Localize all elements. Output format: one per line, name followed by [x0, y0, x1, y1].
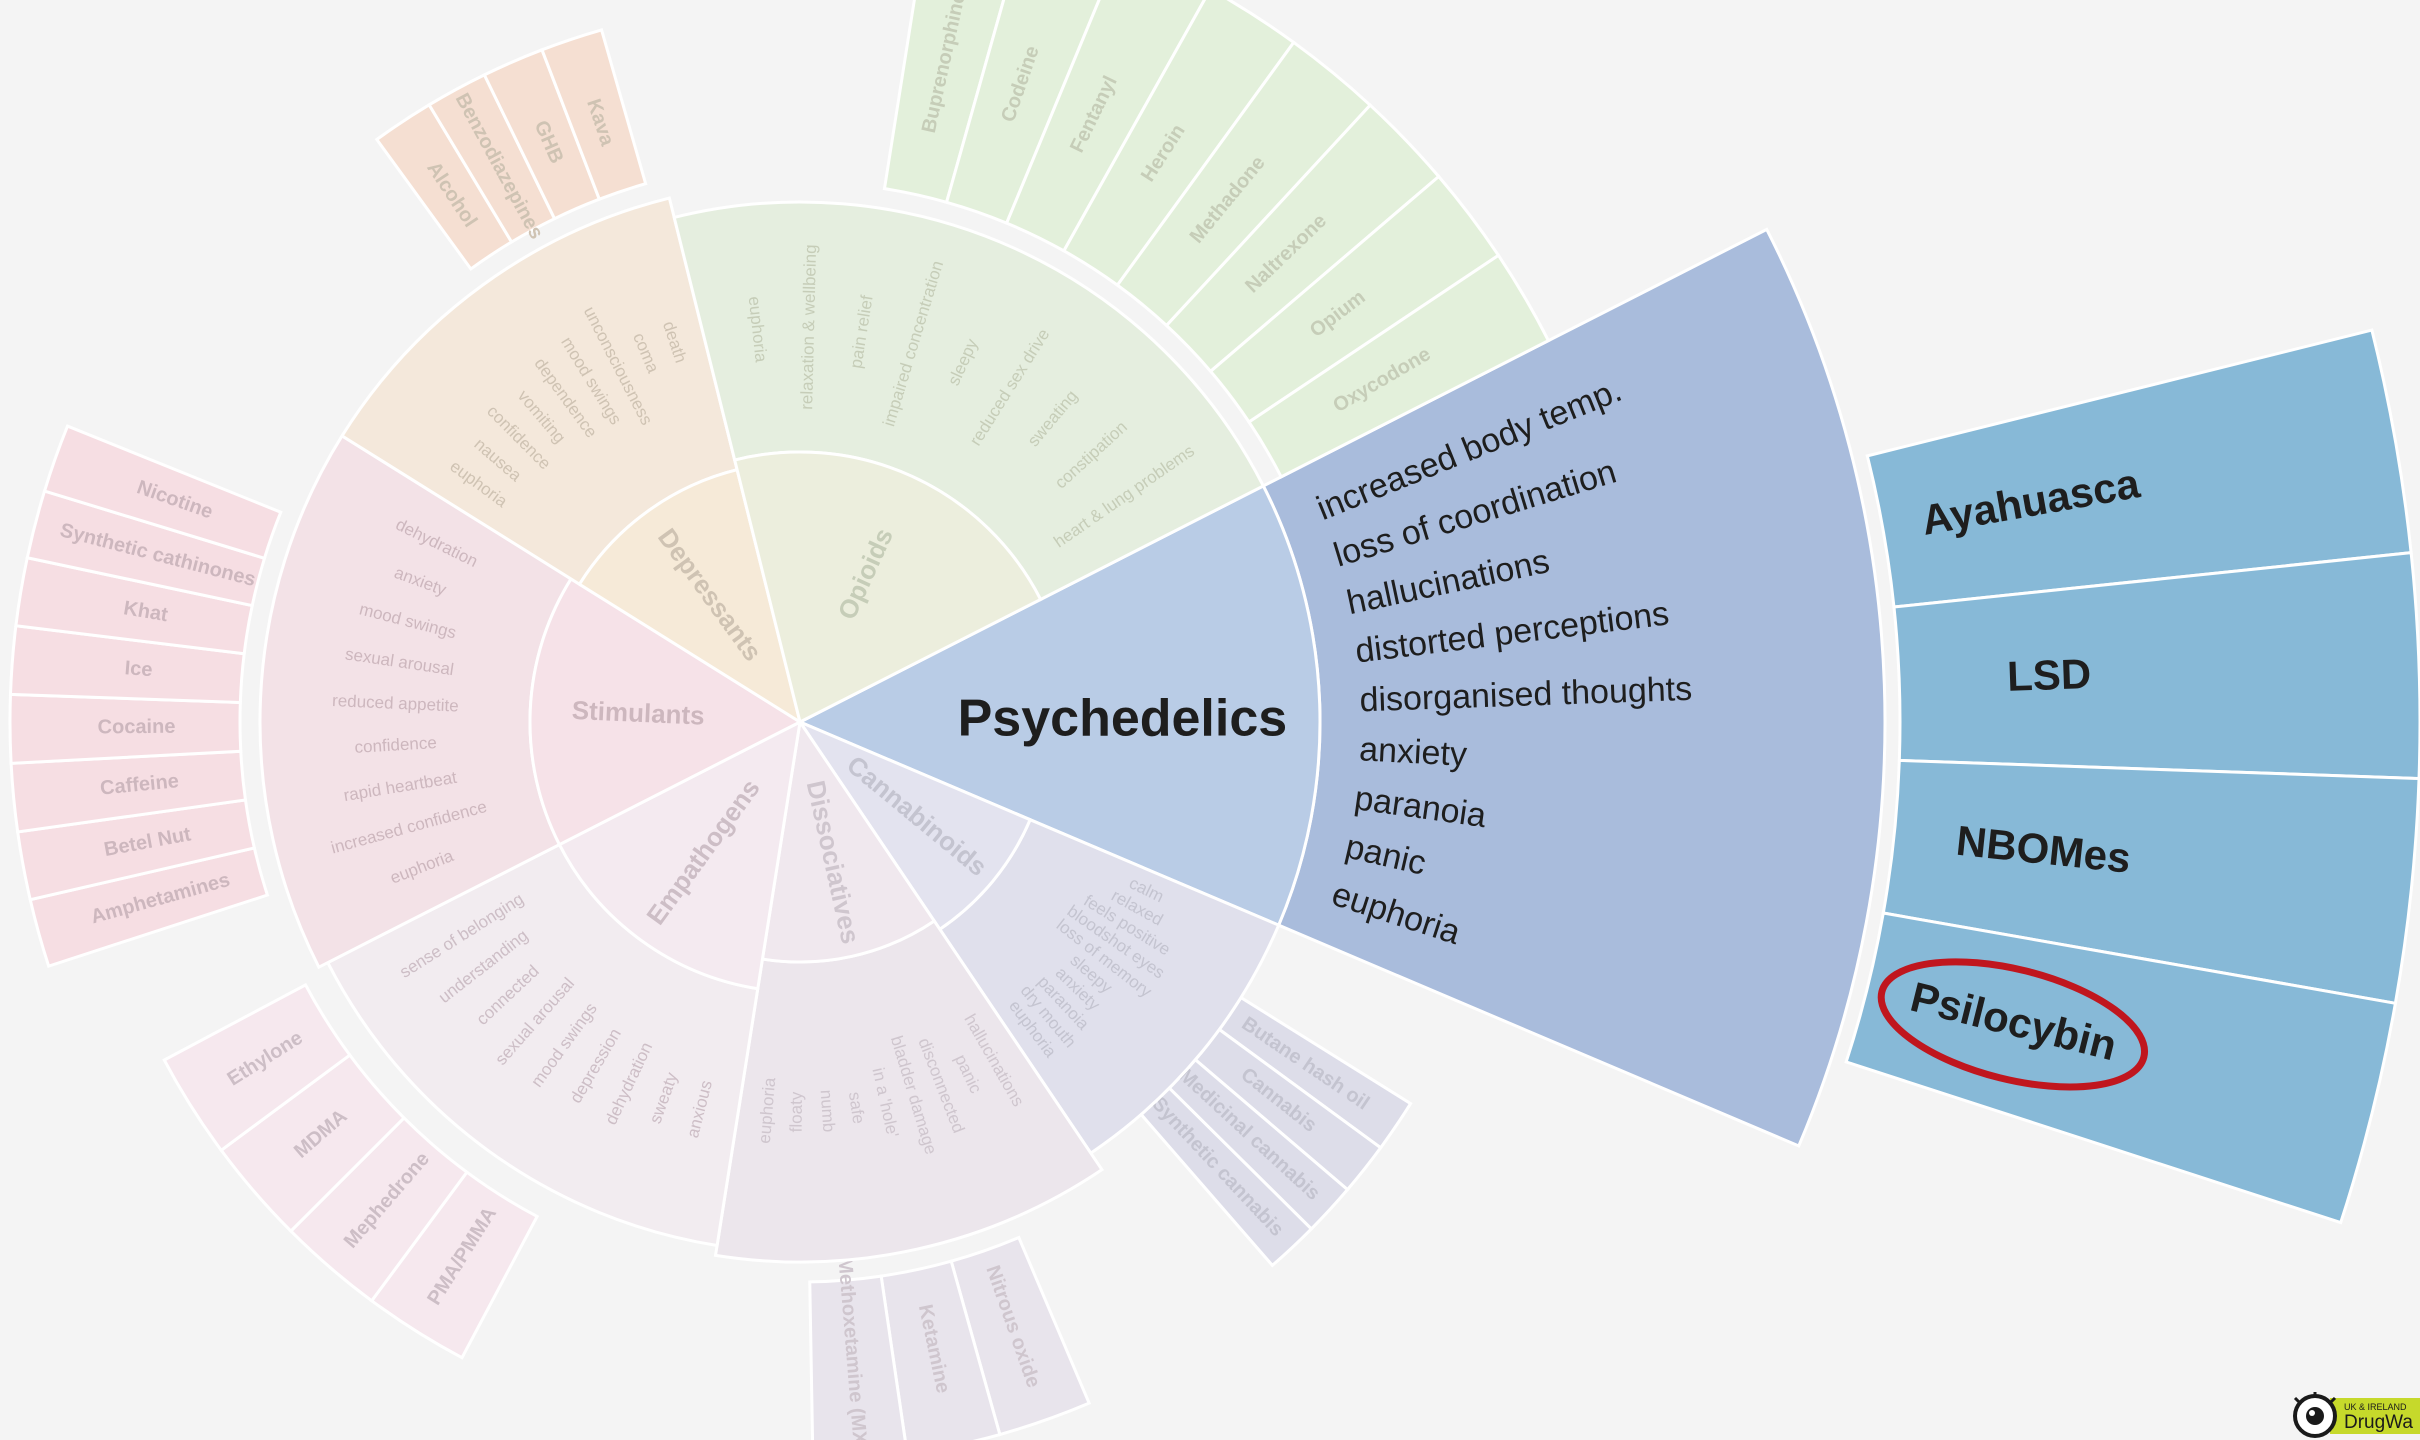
drug-segment[interactable] — [1844, 911, 2398, 1225]
eye-icon — [2293, 1392, 2337, 1438]
effect-label: floaty — [787, 1091, 806, 1132]
category-wedge[interactable] — [795, 718, 1033, 932]
category-wedge[interactable] — [577, 467, 803, 726]
logo-wordmark: DrugWa — [2344, 1412, 2413, 1433]
effect-label: confidence — [354, 733, 437, 757]
category-wedge[interactable] — [796, 483, 1322, 928]
logo-bar — [2330, 1398, 2420, 1434]
effect-label: relaxation & wellbeing — [797, 244, 820, 410]
category-label: Stimulants — [571, 695, 705, 731]
category-wedge[interactable] — [557, 719, 802, 991]
highlight-circle — [1877, 958, 2149, 1091]
drug-segment[interactable] — [1246, 253, 1551, 479]
drug-label: LSD — [2006, 650, 2092, 700]
logo-tagline: UK & IRELAND — [2344, 1402, 2407, 1412]
category-wedge[interactable] — [528, 576, 804, 847]
drugwise-logo: UK & IRELAND DrugWa — [2290, 1390, 2420, 1440]
category-empathogens[interactable]: PMA/PMMAMephedroneMDMAEthyloneanxiousswe… — [162, 719, 802, 1360]
category-label: Psychedelics — [958, 690, 1288, 748]
category-wedge[interactable] — [732, 450, 1043, 725]
drug-segment[interactable] — [162, 982, 352, 1153]
effect-label: safe — [845, 1091, 868, 1126]
effect-label: numb — [817, 1089, 839, 1133]
drug-label: Ice — [124, 657, 153, 681]
drug-segment[interactable] — [540, 28, 648, 202]
category-wedge[interactable] — [760, 718, 937, 964]
drug-segment[interactable] — [42, 424, 283, 561]
effect-label: anxiety — [1358, 730, 1468, 774]
drug-segment[interactable] — [808, 1274, 907, 1440]
drug-label: Cocaine — [98, 716, 176, 739]
